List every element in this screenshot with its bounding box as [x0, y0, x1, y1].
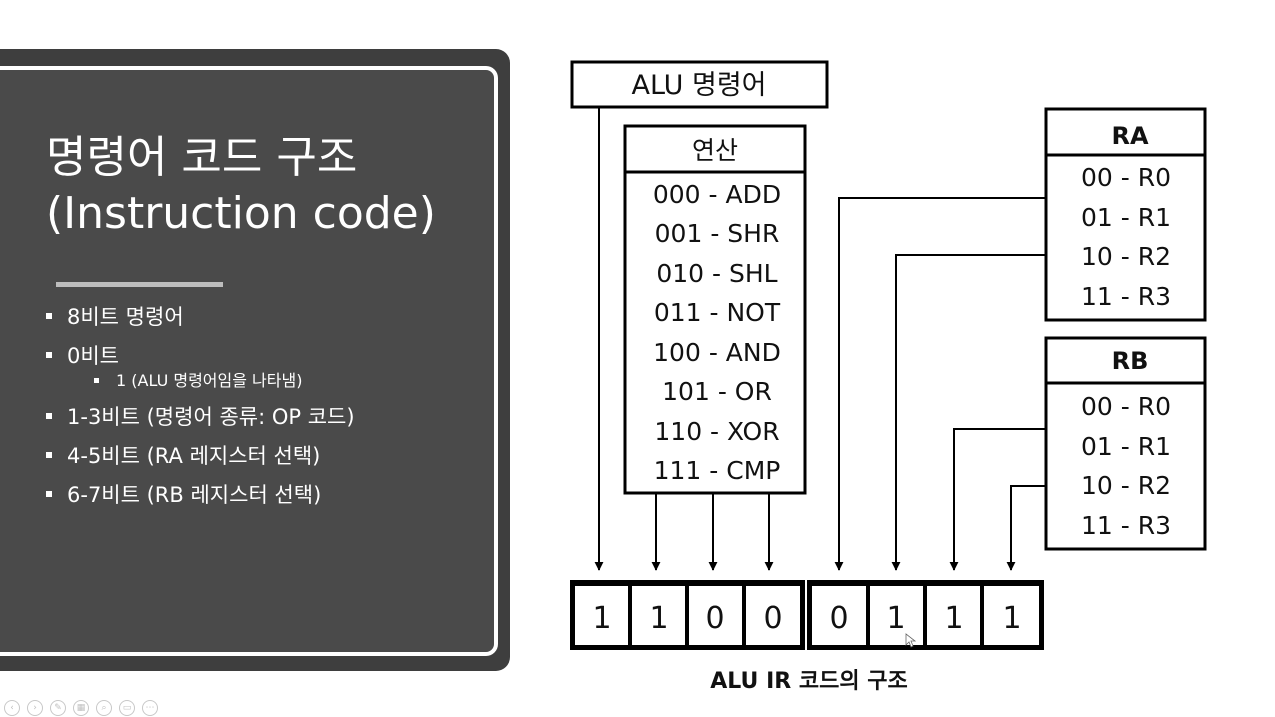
rb-table-header: RB: [1112, 347, 1149, 375]
op-item: 111 - CMP: [654, 456, 781, 485]
ra-table-header: RA: [1111, 122, 1148, 150]
op-table: 연산 000 - ADD 001 - SHR 010 - SHL 011 - N…: [623, 124, 807, 495]
op-item: 011 - NOT: [654, 298, 781, 327]
bullet-item: 1-3비트 (명령어 종류: OP 코드): [46, 398, 355, 437]
diagram-caption: ALU IR 코드의 구조: [710, 669, 907, 694]
alu-label: ALU 명령어: [631, 70, 766, 101]
op-item: 110 - XOR: [654, 417, 779, 446]
previous-icon[interactable]: ‹: [4, 700, 20, 716]
bit-cell: 1: [944, 601, 963, 636]
ra-item: 11 - R3: [1081, 282, 1171, 311]
bit-cell: 1: [886, 601, 905, 636]
slide-title-line2: (Instruction code): [46, 188, 436, 239]
ra-item: 01 - R1: [1081, 203, 1171, 232]
op-item: 000 - ADD: [653, 180, 781, 209]
presentation-toolbar: ‹ › ✎ ▦ ⌕ ▭ ⋯: [4, 700, 158, 716]
rb-item: 10 - R2: [1081, 471, 1171, 500]
connector-arrows: [594, 107, 1046, 571]
rb-item: 00 - R0: [1081, 392, 1171, 421]
arrow-bit4: [834, 197, 1046, 571]
op-table-header: 연산: [692, 136, 738, 165]
slide-title: 명령어 코드 구조 (Instruction code): [46, 130, 436, 242]
op-item: 100 - AND: [653, 338, 781, 367]
bit-cell: 1: [1002, 601, 1021, 636]
bullet-item: 4-5비트 (RA 레지스터 선택): [46, 437, 355, 476]
rb-item: 11 - R3: [1081, 511, 1171, 540]
bit-cell: 1: [592, 601, 611, 636]
arrow-bit7: [1006, 485, 1046, 571]
slides-icon[interactable]: ▦: [73, 700, 89, 716]
alu-label-box: ALU 명령어: [570, 60, 829, 109]
bit-register: 1 1 0 0 0 1 1 1: [570, 580, 1044, 650]
bullet-list: 8비트 명령어 0비트 1 (ALU 명령어임을 나타냄) 1-3비트 (명령어…: [46, 298, 355, 515]
slide-title-line1: 명령어 코드 구조: [46, 132, 358, 183]
more-icon[interactable]: ⋯: [142, 700, 158, 716]
bullet-item: 0비트: [46, 337, 355, 376]
mouse-cursor: [905, 633, 917, 648]
bit-cell: 1: [649, 601, 668, 636]
pen-icon[interactable]: ✎: [50, 700, 66, 716]
bit-cell: 0: [829, 601, 848, 636]
rb-table: RB 00 - R0 01 - R1 10 - R2 11 - R3: [1044, 336, 1207, 551]
subtitle-icon[interactable]: ▭: [119, 700, 135, 716]
zoom-icon[interactable]: ⌕: [96, 700, 112, 716]
op-item: 101 - OR: [662, 377, 772, 406]
rb-item: 01 - R1: [1081, 432, 1171, 461]
arrow-bit5: [891, 254, 1046, 571]
ra-table: RA 00 - R0 01 - R1 10 - R2 11 - R3: [1044, 107, 1207, 322]
bit-cell: 0: [705, 601, 724, 636]
title-panel: [0, 66, 498, 656]
title-divider: [56, 282, 223, 287]
ra-item: 10 - R2: [1081, 242, 1171, 271]
next-icon[interactable]: ›: [27, 700, 43, 716]
sub-bullet-item: 1 (ALU 명령어임을 나타냄): [46, 370, 355, 392]
op-item: 001 - SHR: [655, 219, 780, 248]
ra-item: 00 - R0: [1081, 163, 1171, 192]
op-item: 010 - SHL: [656, 259, 777, 288]
bullet-item: 8비트 명령어: [46, 298, 355, 337]
arrow-bit6: [949, 428, 1046, 571]
bullet-item: 6-7비트 (RB 레지스터 선택): [46, 476, 355, 515]
bit-cell: 0: [763, 601, 782, 636]
